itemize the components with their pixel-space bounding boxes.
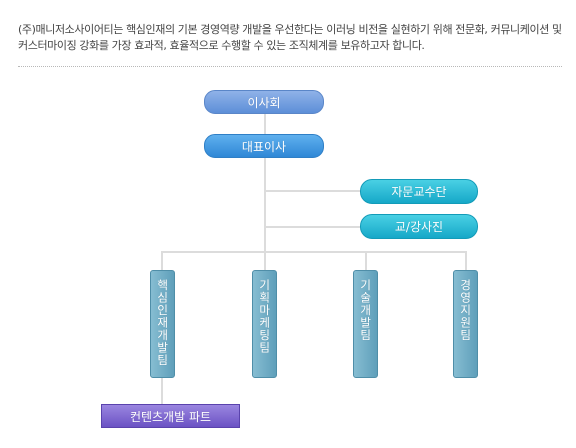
team-label: 기획마케팅팀 [257, 279, 272, 354]
team-node-planning-marketing: 기획마케팅팀 [252, 270, 277, 378]
connector-advisory [264, 190, 360, 192]
advisory-node: 자문교수단 [360, 179, 478, 204]
connector-board-ceo [264, 114, 266, 134]
connector-team-4 [465, 251, 467, 270]
connector-teams-horizontal [161, 251, 467, 253]
connector-team-1 [161, 251, 163, 270]
instructors-node: 교/강사진 [360, 214, 478, 239]
team-node-management-support: 경영지원팀 [453, 270, 478, 378]
content-dev-part-node: 컨텐츠개발 파트 [101, 404, 240, 428]
connector-team1-part [161, 378, 163, 404]
team-node-core-talent: 핵심인재개발팀 [150, 270, 175, 378]
advisory-label: 자문교수단 [391, 185, 447, 199]
connector-team-3 [365, 251, 367, 270]
ceo-node: 대표이사 [204, 134, 324, 158]
board-node: 이사회 [204, 90, 324, 114]
part-label: 컨텐츠개발 파트 [129, 409, 212, 424]
connector-ceo-trunk [264, 158, 266, 270]
intro-text: (주)매니저소사이어티는 핵심인재의 기본 경영역량 개발을 우선한다는 이러닝… [18, 23, 562, 52]
board-label: 이사회 [247, 95, 281, 110]
ceo-label: 대표이사 [241, 139, 287, 154]
team-label: 기술개발팀 [358, 279, 373, 342]
team-label: 핵심인재개발팀 [155, 279, 170, 367]
connector-instructors [264, 226, 360, 228]
team-node-tech-dev: 기술개발팀 [353, 270, 378, 378]
dotted-divider [18, 66, 562, 67]
instructors-label: 교/강사진 [394, 220, 444, 234]
team-label: 경영지원팀 [458, 279, 473, 342]
